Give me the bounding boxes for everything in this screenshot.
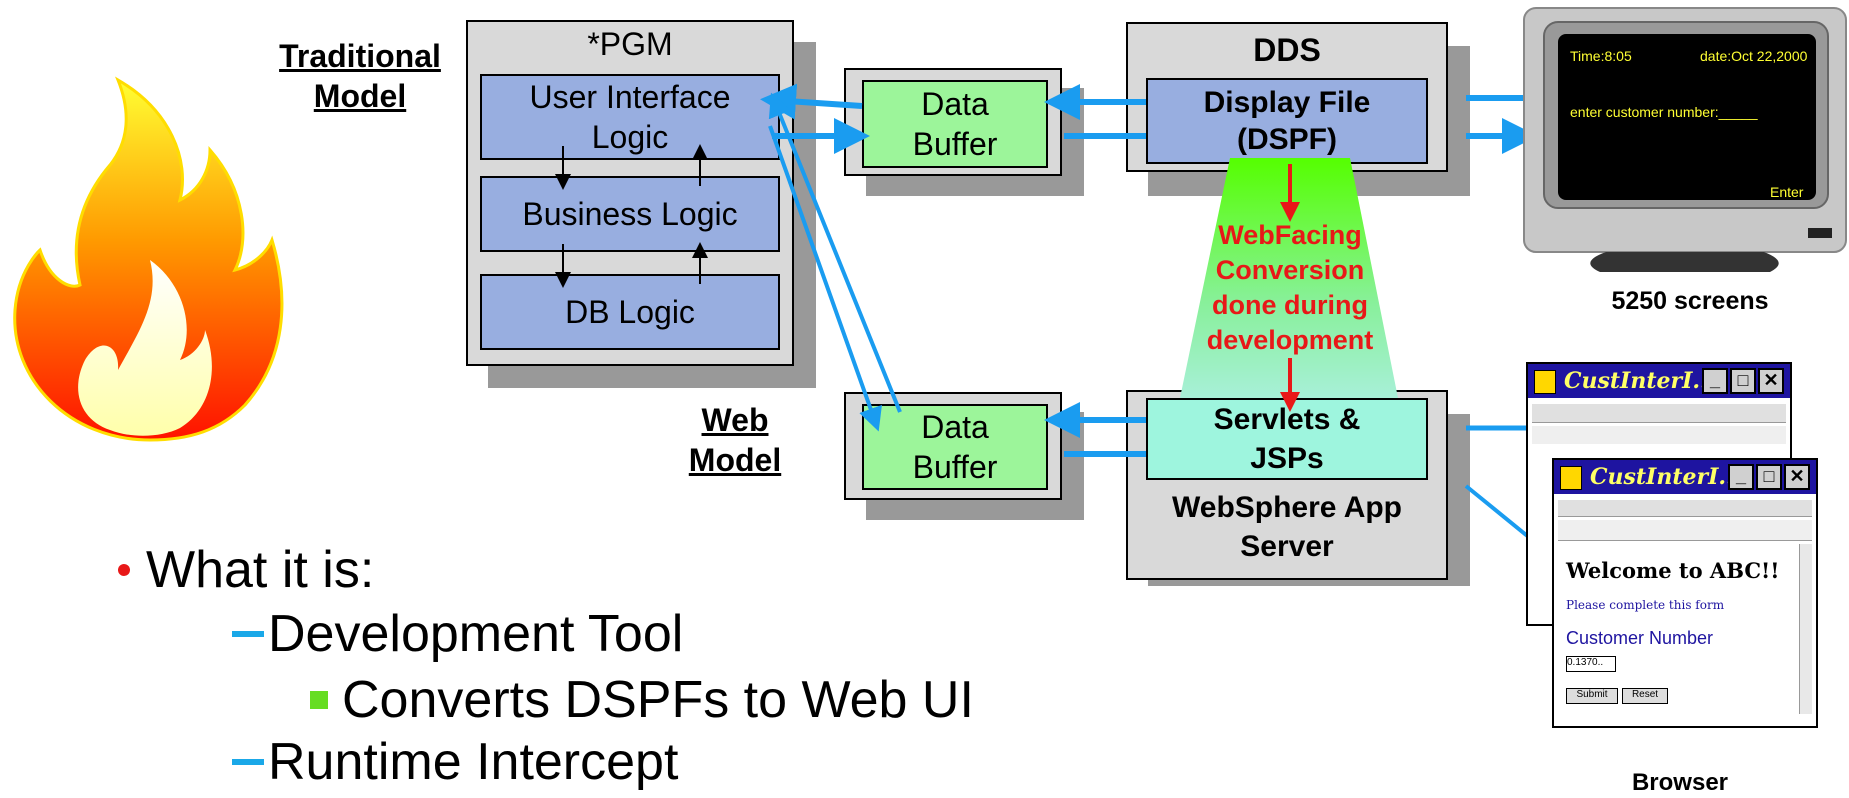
bullet-dot — [118, 564, 130, 576]
data-buffer-bottom-label: Data Buffer — [912, 409, 998, 485]
browser-title-back: CustInterI... — [1564, 368, 1716, 394]
terminal-caption: 5250 screens — [1611, 287, 1769, 315]
browser-caption: Browser — [1631, 769, 1729, 796]
terminal-enter: Enter — [1770, 184, 1804, 200]
reset-button[interactable]: Reset — [1622, 688, 1668, 704]
db-logic-box: DB Logic — [480, 274, 780, 350]
data-buffer-top: Data Buffer — [862, 80, 1048, 168]
browser-window-front: CustInterI... _ □ ✕ Welcome to ABC!! Ple… — [1552, 458, 1818, 728]
terminal-prompt: enter customer number:_____ — [1570, 104, 1758, 120]
display-file-box: Display File (DSPF) — [1146, 78, 1428, 164]
terminal-time: Time:8:05 — [1570, 48, 1632, 64]
browser-title-front: CustInterI... — [1590, 464, 1742, 490]
maximize-button[interactable]: □ — [1756, 464, 1782, 490]
bullet-what-it-is: What it is: — [146, 541, 375, 599]
bullet-level1: What it is: — [118, 540, 374, 600]
browser-field-input[interactable]: 0.1370.. — [1566, 656, 1616, 672]
business-logic-box: Business Logic — [480, 176, 780, 252]
dds-title: DDS — [1253, 32, 1321, 68]
business-logic-label: Business Logic — [522, 195, 738, 232]
web-model-label: Web Model — [688, 402, 782, 478]
bullet-dev-tool: Development Tool — [232, 605, 684, 663]
terminal-date: date:Oct 22,2000 — [1700, 48, 1808, 64]
ui-logic-label: User Interface Logic — [529, 79, 731, 155]
browser-field-label: Customer Number — [1566, 628, 1714, 648]
servlets-box: Servlets & JSPs — [1146, 398, 1428, 480]
db-logic-label: DB Logic — [565, 293, 695, 330]
data-buffer-top-label: Data Buffer — [912, 86, 998, 162]
browser-subtext: Please complete this form — [1566, 598, 1725, 612]
browser-window-icon — [1534, 370, 1556, 394]
bullet-converts: Converts DSPFs to Web UI — [310, 671, 974, 729]
browser-heading: Welcome to ABC!! — [1566, 558, 1780, 583]
bullet-square — [310, 691, 328, 709]
pgm-title: *PGM — [587, 26, 673, 62]
submit-button[interactable]: Submit — [1566, 688, 1618, 704]
websphere-label: WebSphere App Server — [1171, 491, 1403, 563]
traditional-model-label: Traditional Model — [279, 38, 441, 114]
bullet-runtime: Runtime Intercept — [232, 733, 679, 791]
data-buffer-bottom: Data Buffer — [862, 404, 1048, 490]
bullet-dev-tool-text: Development Tool — [268, 605, 684, 663]
servlets-label: Servlets & JSPs — [1213, 403, 1361, 475]
ui-logic-box: User Interface Logic — [480, 74, 780, 160]
minimize-button[interactable]: _ — [1728, 464, 1754, 490]
conversion-note: WebFacing Conversion done during develop… — [1206, 220, 1374, 356]
bullet-dash — [232, 631, 264, 637]
bullet-dash — [232, 759, 264, 765]
bullet-runtime-text: Runtime Intercept — [268, 733, 679, 791]
display-file-label: Display File (DSPF) — [1203, 85, 1371, 157]
close-button[interactable]: ✕ — [1784, 464, 1810, 490]
browser-window-icon — [1560, 466, 1582, 490]
bullet-converts-text: Converts DSPFs to Web UI — [342, 671, 974, 729]
